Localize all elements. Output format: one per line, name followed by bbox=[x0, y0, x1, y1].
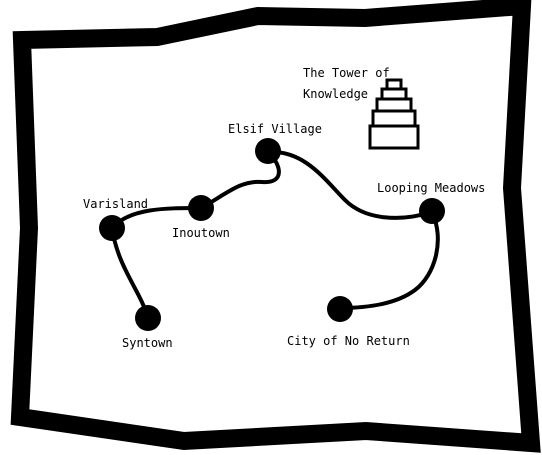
location-label-syntown: Syntown bbox=[122, 336, 173, 350]
location-marker-syntown[interactable] bbox=[135, 305, 161, 331]
location-label-inoutown: Inoutown bbox=[172, 226, 230, 240]
location-marker-elsif-village[interactable] bbox=[255, 138, 281, 164]
location-marker-inoutown[interactable] bbox=[188, 195, 214, 221]
location-label-elsif-village: Elsif Village bbox=[228, 122, 322, 136]
location-marker-varisland[interactable] bbox=[99, 215, 125, 241]
location-label-varisland: Varisland bbox=[83, 197, 148, 211]
tower-label-line1: The Tower of bbox=[303, 66, 390, 80]
tower-label-line2: Knowledge bbox=[303, 87, 368, 101]
map-border bbox=[10, 0, 541, 453]
road-inoutown-elsif bbox=[199, 150, 281, 210]
road-meadows-city bbox=[338, 210, 440, 310]
location-label-looping-meadows: Looping Meadows bbox=[377, 181, 485, 195]
tower-icon[interactable] bbox=[368, 78, 420, 150]
road-elsif-meadows bbox=[266, 149, 434, 220]
location-marker-city-of-no-return[interactable] bbox=[327, 296, 353, 322]
location-marker-looping-meadows[interactable] bbox=[419, 198, 445, 224]
location-label-city-of-no-return: City of No Return bbox=[287, 334, 410, 348]
